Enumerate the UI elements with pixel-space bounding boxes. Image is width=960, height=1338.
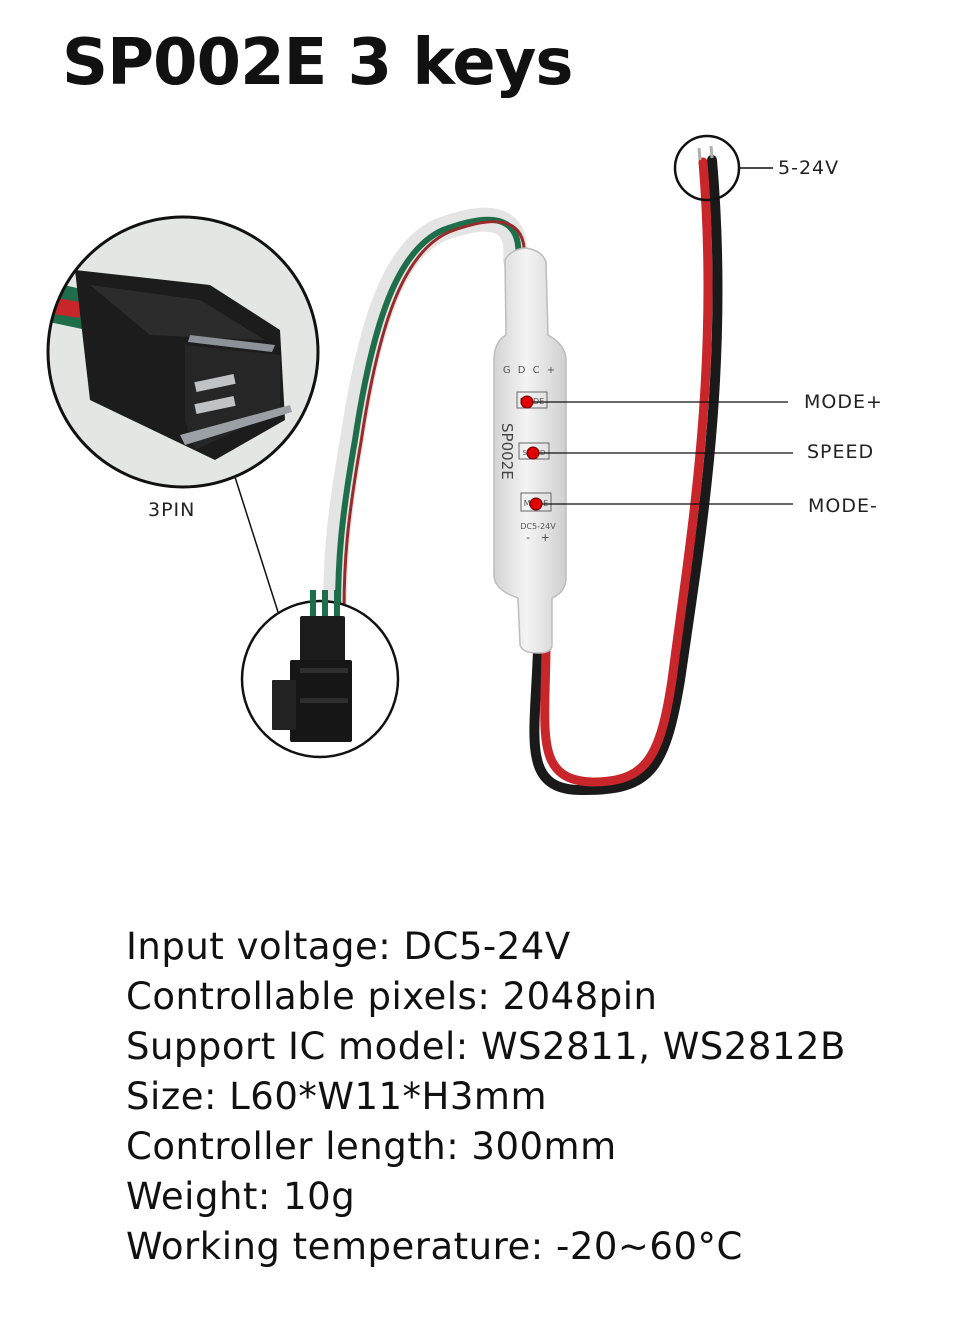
spec-input-voltage: Input voltage: DC5-24V xyxy=(126,925,571,968)
connector-leader-line xyxy=(234,476,279,613)
spec-ic-model: Support IC model: WS2811, WS2812B xyxy=(126,1025,846,1068)
mode-minus-callout: MODE- xyxy=(529,495,878,517)
speed-button[interactable] xyxy=(526,446,540,460)
connector-small-icon xyxy=(240,590,400,759)
power-callout: 5-24V xyxy=(673,134,839,202)
power-label: 5-24V xyxy=(778,157,839,179)
spec-weight: Weight: 10g xyxy=(126,1175,356,1218)
speed-label: SPEED xyxy=(807,441,874,463)
product-diagram: G D C + SP002E MODE SPEED MODE DC5-24V -… xyxy=(46,134,883,796)
mode-minus-button[interactable] xyxy=(529,497,543,511)
spec-working-temperature: Working temperature: -20~60°C xyxy=(126,1225,743,1268)
mode-plus-label: MODE+ xyxy=(804,391,883,413)
connector-zoom-icon xyxy=(46,215,320,489)
mode-minus-label: MODE- xyxy=(808,495,878,517)
speed-callout: SPEED xyxy=(526,441,874,463)
power-wire xyxy=(529,155,723,796)
power-rating-text: DC5-24V xyxy=(520,522,556,531)
controller-model-label: SP002E xyxy=(498,423,516,480)
spec-controller-length: Controller length: 300mm xyxy=(126,1125,617,1168)
spec-list: Input voltage: DC5-24V Controllable pixe… xyxy=(126,922,846,1272)
wire-tips-icon xyxy=(697,145,714,161)
pin-label: G D C + xyxy=(503,365,557,376)
spec-controllable-pixels: Controllable pixels: 2048pin xyxy=(126,975,658,1018)
mode-plus-callout: MODE+ xyxy=(520,391,883,413)
mode-plus-button[interactable] xyxy=(520,395,534,409)
polarity-text: - + xyxy=(526,531,550,544)
page-title: SP002E 3 keys xyxy=(62,26,573,100)
connector-label: 3PIN xyxy=(148,499,195,521)
spec-size: Size: L60*W11*H3mm xyxy=(126,1075,547,1118)
signal-cable xyxy=(323,207,528,622)
